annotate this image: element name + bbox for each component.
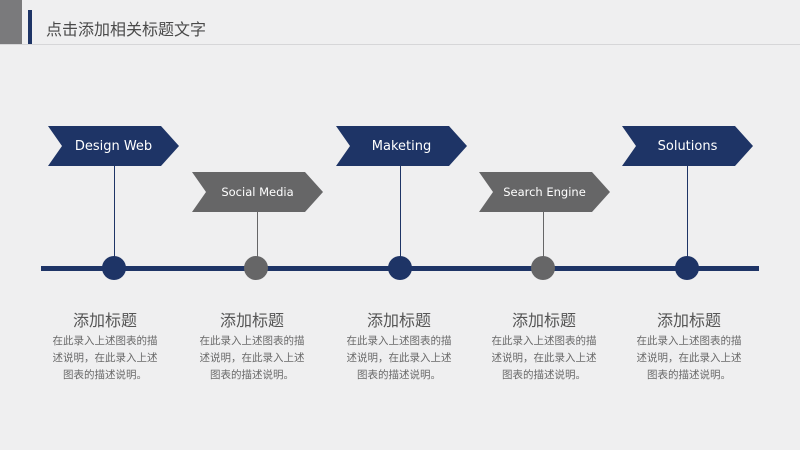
item-description: 在此录入上述图表的描述说明，在此录入上述图表的描述说明。 (636, 335, 742, 381)
header-divider (0, 44, 800, 45)
timeline-flag-5: Solutions (622, 126, 753, 166)
flag-label: Search Engine (503, 185, 586, 199)
flag-arrow-shape (622, 126, 753, 166)
timeline-dot (675, 256, 699, 280)
flag-label: Design Web (74, 138, 153, 154)
timeline-stem (687, 165, 688, 265)
item-description: 在此录入上述图表的描述说明，在此录入上述图表的描述说明。 (52, 335, 158, 381)
item-description: 在此录入上述图表的描述说明，在此录入上述图表的描述说明。 (199, 335, 305, 381)
timeline-stem (257, 210, 258, 265)
flag-arrow-shape (479, 172, 610, 212)
flag-label: Maketing (371, 138, 432, 154)
flag-label: Social Media (221, 185, 294, 199)
item-description: 在此录入上述图表的描述说明，在此录入上述图表的描述说明。 (491, 335, 597, 381)
timeline-flag-3: Maketing (336, 126, 467, 166)
timeline-stem (400, 165, 401, 265)
flag-arrow-shape (336, 126, 467, 166)
item-heading: 添加标题 (656, 311, 721, 330)
item-heading: 添加标题 (72, 311, 137, 330)
title-accent-bar (28, 10, 32, 44)
timeline-dot (102, 256, 126, 280)
flag-label: Solutions (657, 138, 718, 154)
timeline-stem (543, 210, 544, 265)
flag-arrow-shape (48, 126, 179, 166)
timeline-stem (114, 165, 115, 265)
timeline-dot (388, 256, 412, 280)
item-heading: 添加标题 (366, 311, 431, 330)
timeline-dot (531, 256, 555, 280)
corner-decoration (0, 0, 22, 44)
item-description: 在此录入上述图表的描述说明，在此录入上述图表的描述说明。 (346, 335, 452, 381)
page-title: 点击添加相关标题文字 (46, 20, 207, 39)
timeline-flag-2: Social Media (192, 172, 323, 212)
item-heading: 添加标题 (511, 311, 576, 330)
timeline-dot (244, 256, 268, 280)
timeline-flag-4: Search Engine (479, 172, 610, 212)
item-heading: 添加标题 (219, 311, 284, 330)
flag-arrow-shape (192, 172, 323, 212)
timeline-flag-1: Design Web (48, 126, 179, 166)
